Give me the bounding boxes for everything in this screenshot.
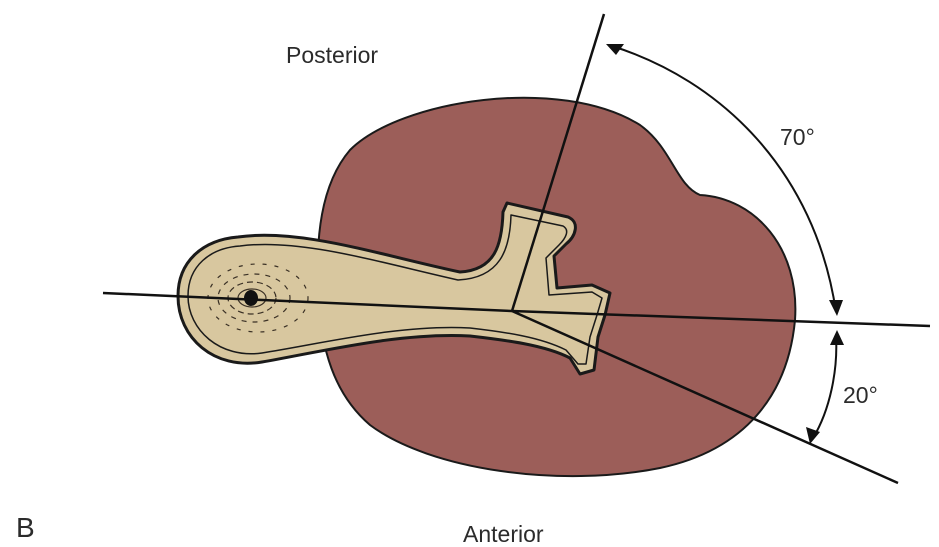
posterior-label: Posterior: [286, 42, 379, 68]
arrowhead-70-top: [606, 44, 624, 55]
arrowhead-20-top: [830, 330, 844, 345]
panel-label: B: [16, 512, 35, 543]
arrowhead-70-bottom: [829, 300, 843, 316]
angle-arc-20: [812, 335, 838, 439]
angle-20-label: 20°: [843, 382, 878, 408]
arrowhead-20-bottom: [806, 427, 820, 444]
horizontal-reference-line: [102, 291, 513, 313]
anterior-label: Anterior: [463, 521, 544, 547]
angle-70-label: 70°: [780, 124, 815, 150]
anterior-axis-line: [511, 309, 899, 485]
bone-center-dot: [244, 290, 258, 306]
angle-arc-70: [611, 45, 837, 313]
rib-bone-inner-outline: [187, 214, 603, 365]
posterior-axis-line: [510, 13, 606, 312]
horizontal-reference-line-right: [511, 309, 931, 328]
